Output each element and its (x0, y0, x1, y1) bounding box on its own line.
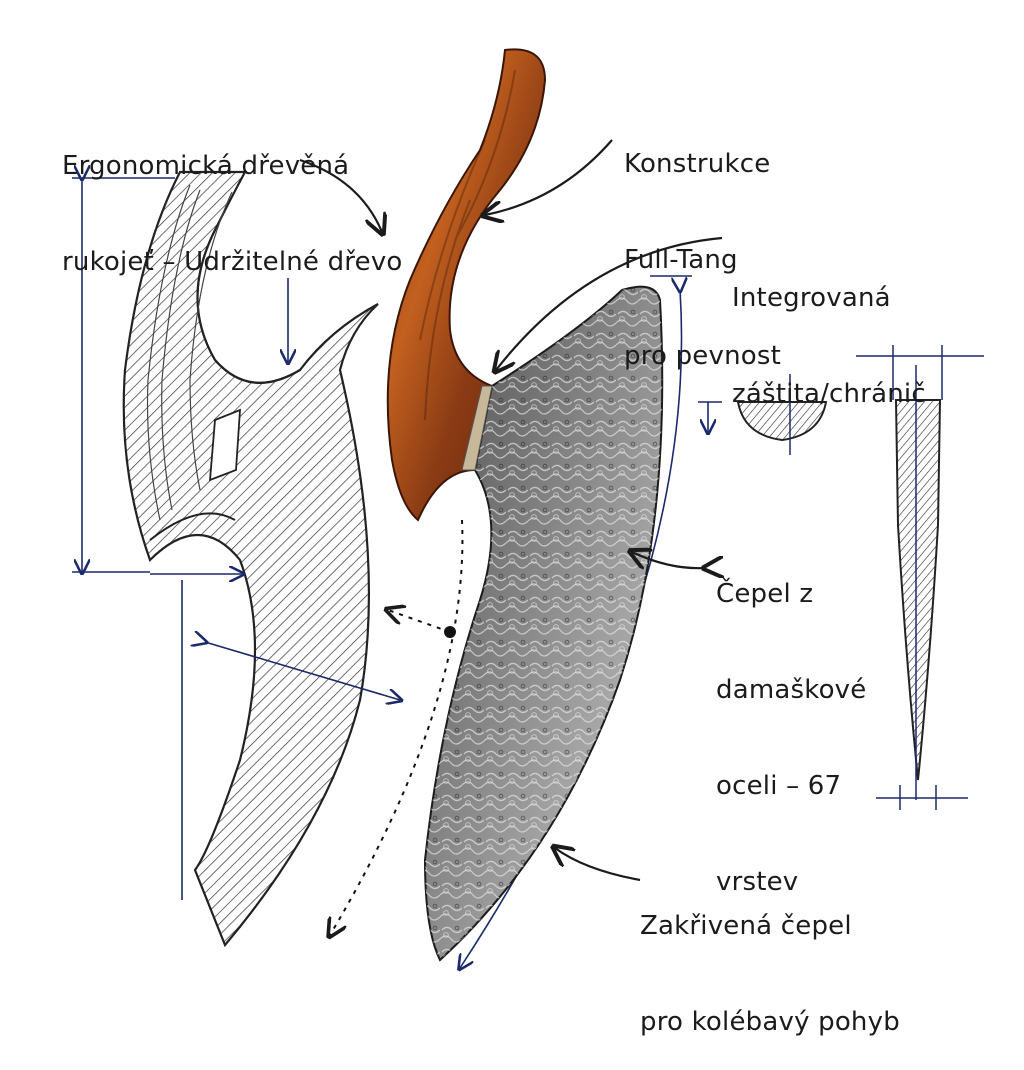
side-profile (856, 345, 984, 810)
label-handle-line2: rukojeť – Udržitelné dřevo (62, 247, 403, 277)
label-curve: Zakřivená čepel pro kolébavý pohyb (640, 846, 900, 1070)
label-blade-line1: Čepel z (716, 579, 814, 609)
knife-diagram (72, 48, 984, 1024)
label-guard-line1: Integrovaná (732, 283, 891, 313)
label-tang-line1: Konstrukce (624, 149, 771, 179)
label-guard: Integrovaná záštita/chránič (732, 218, 926, 442)
label-blade-line2: damaškové (716, 675, 867, 705)
label-handle-line1: Ergonomická dřevěná (62, 151, 350, 181)
label-curve-line1: Zakřivená čepel (640, 911, 852, 941)
wooden-handle (386, 48, 547, 522)
label-blade-line3: oceli – 67 (716, 771, 842, 801)
label-tang-line3: pro pevnost (624, 341, 782, 371)
label-tang-line2: Full-Tang (624, 245, 738, 275)
label-blade-line4: vrstev (716, 867, 799, 897)
rocking-path (330, 519, 464, 935)
label-curve-line2: pro kolébavý pohyb (640, 1007, 900, 1037)
sketch-drawing (122, 170, 379, 948)
label-blade: Čepel z damaškové oceli – 67 vrstev (716, 514, 866, 930)
label-guard-line2: záštita/chránič (732, 379, 926, 409)
label-handle: Ergonomická dřevěná rukojeť – Udržitelné… (62, 86, 403, 310)
cross-section-profile (736, 374, 828, 455)
label-tang: Konstrukce Full-Tang pro pevnost (624, 84, 781, 404)
callout-arrows (299, 139, 722, 882)
